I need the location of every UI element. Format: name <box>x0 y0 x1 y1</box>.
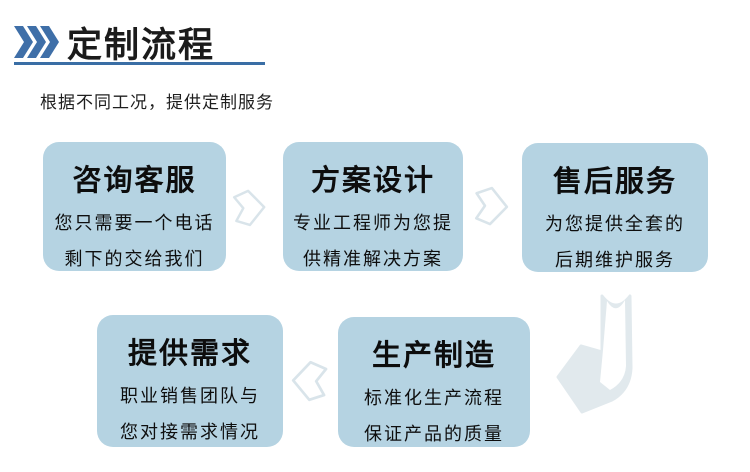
step-desc-line: 您对接需求情况 <box>120 422 260 443</box>
step-desc-line: 职业销售团队与 <box>120 386 260 407</box>
section-subtitle: 根据不同工况，提供定制服务 <box>40 93 274 112</box>
step-title: 提供需求 <box>127 338 252 370</box>
step-desc-line: 供精准解决方案 <box>303 249 443 270</box>
arrow-right-icon <box>474 186 509 226</box>
step-title: 售后服务 <box>552 166 677 198</box>
arrow-right-icon <box>232 189 266 227</box>
curved-down-left-arrow-icon <box>556 294 633 414</box>
step-box-requirements: 提供需求 职业销售团队与 您对接需求情况 <box>97 315 283 447</box>
page-title: 定制流程 <box>67 26 216 65</box>
arrow-left-icon <box>291 360 328 402</box>
title-underline <box>14 62 265 65</box>
step-title: 咨询客服 <box>72 165 197 197</box>
step-box-aftersales: 售后服务 为您提供全套的 后期维护服务 <box>522 143 708 272</box>
step-desc-line: 标准化生产流程 <box>364 388 504 409</box>
step-desc-line: 保证产品的质量 <box>364 424 504 445</box>
step-box-consult: 咨询客服 您只需要一个电话 剩下的交给我们 <box>43 142 226 271</box>
step-desc-line: 专业工程师为您提 <box>293 213 453 234</box>
step-box-design: 方案设计 专业工程师为您提 供精准解决方案 <box>283 142 463 271</box>
step-box-production: 生产制造 标准化生产流程 保证产品的质量 <box>338 317 530 447</box>
step-desc-line: 剩下的交给我们 <box>64 249 205 270</box>
step-desc-line: 为您提供全套的 <box>545 214 685 235</box>
step-desc-line: 后期维护服务 <box>555 250 675 271</box>
step-title: 方案设计 <box>310 165 435 197</box>
step-title: 生产制造 <box>371 340 496 372</box>
triple-chevron-right-icon <box>14 26 59 58</box>
step-desc-line: 您只需要一个电话 <box>54 213 215 234</box>
